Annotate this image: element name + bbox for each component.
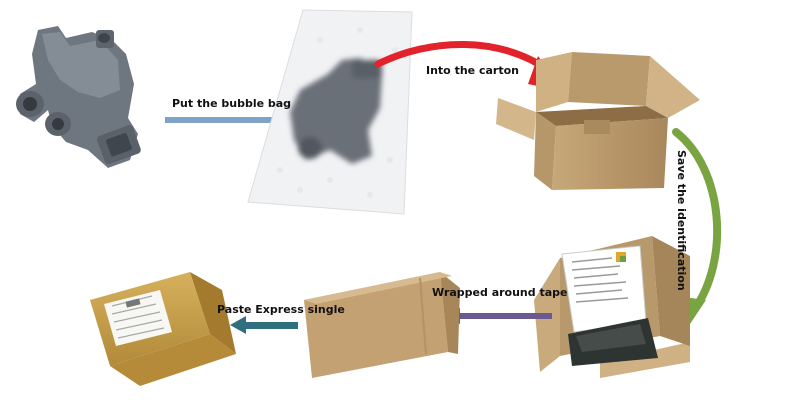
carton-with-identification-image [534, 236, 690, 378]
label-save-identification: Save the identification [675, 150, 688, 291]
open-carton-image [496, 52, 700, 190]
label-put-bubble-bag: Put the bubble bag [172, 97, 292, 110]
bubble-bag-image [247, 9, 413, 215]
closed-carton-image [304, 272, 460, 378]
label-wrapped-around-tape: Wrapped around tape [432, 286, 568, 299]
label-paste-express-single: Paste Express single [217, 303, 345, 316]
taped-parcel-image [90, 272, 236, 386]
label-into-carton: Into the carton [426, 64, 519, 77]
arrow-paste-express-single [230, 316, 298, 334]
plastic-part-image [16, 26, 141, 168]
